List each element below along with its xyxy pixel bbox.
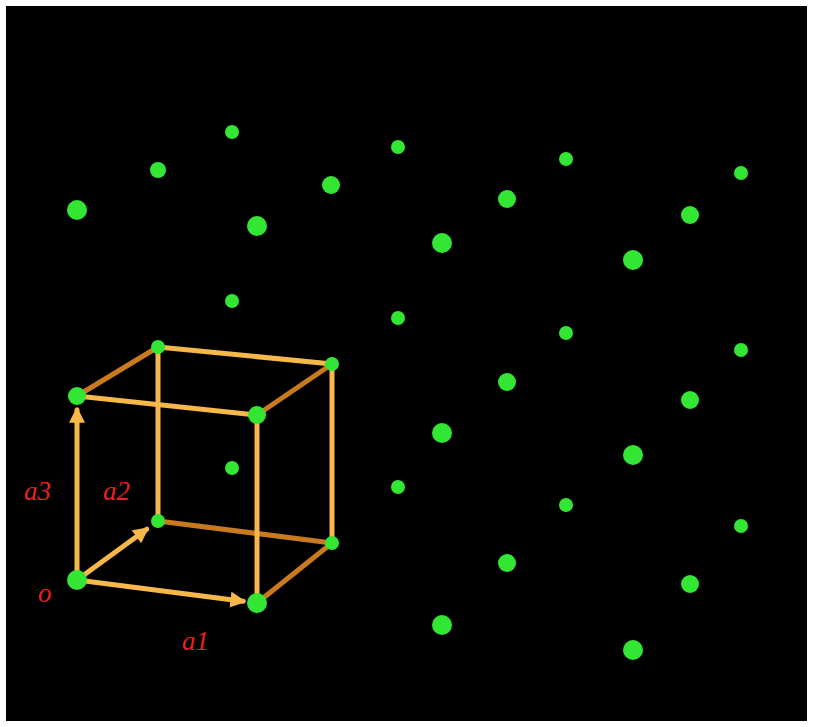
lattice-point xyxy=(498,554,516,572)
lattice-point xyxy=(391,140,405,154)
lattice-point xyxy=(681,391,699,409)
lattice-point xyxy=(432,615,452,635)
lattice-point xyxy=(623,250,643,270)
lattice-point xyxy=(391,311,405,325)
lattice-point xyxy=(247,593,267,613)
cell-edge xyxy=(255,415,260,603)
lattice-point xyxy=(67,200,87,220)
lattice-point xyxy=(325,536,339,550)
vector-label: a1 xyxy=(182,628,209,655)
lattice-point xyxy=(559,498,573,512)
lattice-point xyxy=(225,294,239,308)
lattice-point xyxy=(391,480,405,494)
lattice-point xyxy=(681,206,699,224)
lattice-point xyxy=(559,152,573,166)
lattice-point xyxy=(68,387,86,405)
basis-vector xyxy=(75,410,80,580)
cell-edge xyxy=(257,543,332,603)
basis-vector xyxy=(77,529,147,580)
lattice-point xyxy=(225,125,239,139)
lattice-point xyxy=(225,461,239,475)
lattice-point xyxy=(150,162,166,178)
vector-label: o xyxy=(38,580,52,607)
cell-edge xyxy=(158,347,332,364)
lattice-point xyxy=(248,406,266,424)
vector-label: a3 xyxy=(24,478,51,505)
lattice-point xyxy=(67,570,87,590)
lattice-point xyxy=(559,326,573,340)
lattice-point xyxy=(498,373,516,391)
cell-edge xyxy=(77,396,257,415)
lattice-point xyxy=(325,357,339,371)
cell-edge xyxy=(158,521,332,543)
lattice-point xyxy=(432,233,452,253)
vector-label: a2 xyxy=(103,478,130,505)
lattice-point xyxy=(247,216,267,236)
cell-edge xyxy=(330,364,335,543)
cell-edge xyxy=(257,364,332,415)
lattice-point xyxy=(734,166,748,180)
lattice-point xyxy=(681,575,699,593)
basis-vector xyxy=(77,580,243,601)
lattice-point xyxy=(623,445,643,465)
lattice-point xyxy=(623,640,643,660)
lattice-point xyxy=(498,190,516,208)
cell-edge xyxy=(156,347,161,521)
cell-edge xyxy=(77,347,158,396)
lattice-point xyxy=(151,340,165,354)
lattice-point xyxy=(151,514,165,528)
lattice-point xyxy=(432,423,452,443)
lattice-point xyxy=(734,343,748,357)
lattice-point xyxy=(734,519,748,533)
lattice-point xyxy=(322,176,340,194)
